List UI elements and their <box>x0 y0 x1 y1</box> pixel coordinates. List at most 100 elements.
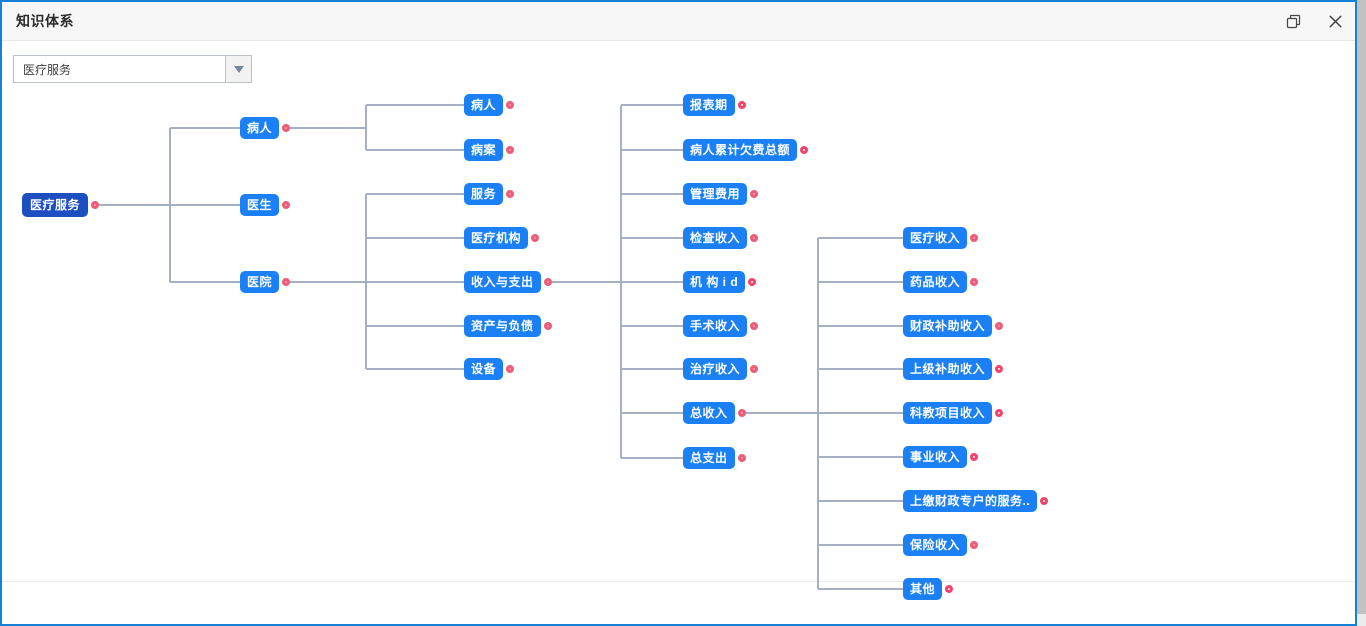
tree-node-root[interactable]: 医疗服务 <box>22 193 100 217</box>
tree-node-label: 科教项目收入 <box>903 402 993 424</box>
tree-node-label: 医生 <box>240 194 280 216</box>
tree-node-label: 手术收入 <box>683 315 748 337</box>
tree-node-label: 总支出 <box>683 447 735 469</box>
node-marker-filled[interactable] <box>506 190 515 198</box>
tree-node-label: 病人 <box>464 94 504 116</box>
close-button[interactable] <box>1326 12 1344 30</box>
scrollbar[interactable] <box>1357 0 1366 626</box>
tree-node-label: 其他 <box>903 578 943 600</box>
node-marker-hollow[interactable] <box>995 409 1004 417</box>
node-marker-filled[interactable] <box>750 190 759 198</box>
node-marker-hollow[interactable] <box>995 365 1004 373</box>
tree-node-label: 机 构 i d <box>683 271 746 293</box>
tree-node-medical-record[interactable]: 病案 <box>464 139 515 161</box>
node-marker-filled[interactable] <box>995 322 1004 330</box>
category-select[interactable]: 医疗服务 <box>13 55 252 83</box>
tree-node-label: 上缴财政专户的服务.. <box>903 490 1038 512</box>
tree-node-admin-expense[interactable]: 管理费用 <box>683 183 759 205</box>
node-marker-hollow[interactable] <box>970 453 979 461</box>
tree-node-patient-2[interactable]: 病人 <box>464 94 515 116</box>
tree-node-label: 收入与支出 <box>464 271 541 293</box>
titlebar: 知识体系 <box>2 2 1355 41</box>
node-marker-filled[interactable] <box>970 278 979 286</box>
tree-node-label: 医疗机构 <box>464 227 529 249</box>
node-marker-filled[interactable] <box>737 454 746 462</box>
node-marker-hollow[interactable] <box>737 101 746 109</box>
tree-node-service[interactable]: 服务 <box>464 183 515 205</box>
tree-node-label: 管理费用 <box>683 183 748 205</box>
node-marker-filled[interactable] <box>543 322 552 330</box>
node-marker-filled[interactable] <box>506 101 515 109</box>
tree-node-label: 检查收入 <box>683 227 748 249</box>
tree-node-career-income[interactable]: 事业收入 <box>903 446 979 468</box>
tree-node-doctor[interactable]: 医生 <box>240 194 291 216</box>
node-marker-hollow[interactable] <box>1040 497 1049 505</box>
tree-node-other[interactable]: 其他 <box>903 578 954 600</box>
tree-node-fiscal-account-service[interactable]: 上缴财政专户的服务.. <box>903 490 1049 512</box>
node-marker-filled[interactable] <box>506 146 515 154</box>
node-marker-filled[interactable] <box>750 365 759 373</box>
tree-node-label: 服务 <box>464 183 504 205</box>
node-marker-filled[interactable] <box>737 409 746 417</box>
tree-node-label: 资产与负债 <box>464 315 541 337</box>
tree-node-patient[interactable]: 病人 <box>240 117 291 139</box>
close-icon <box>1329 15 1341 27</box>
node-marker-hollow[interactable] <box>748 278 757 286</box>
node-marker-filled[interactable] <box>750 322 759 330</box>
tree-node-medical-income[interactable]: 医疗收入 <box>903 227 979 249</box>
tree-node-arrears-total[interactable]: 病人累计欠费总额 <box>683 139 809 161</box>
tree-node-label: 病人 <box>240 117 280 139</box>
tree-node-sci-edu-project-income[interactable]: 科教项目收入 <box>903 402 1004 424</box>
tree-node-org-id[interactable]: 机 构 i d <box>683 271 757 293</box>
tree-node-medical-institution[interactable]: 医疗机构 <box>464 227 540 249</box>
tree-node-equipment[interactable]: 设备 <box>464 358 515 380</box>
node-marker-filled[interactable] <box>970 541 979 549</box>
node-marker-filled[interactable] <box>282 278 291 286</box>
tree-node-label: 医疗收入 <box>903 227 968 249</box>
chevron-down-icon <box>233 65 244 73</box>
node-marker-filled[interactable] <box>91 201 100 209</box>
tree-node-label: 病案 <box>464 139 504 161</box>
tree-node-label: 上级补助收入 <box>903 358 993 380</box>
tree-node-fiscal-subsidy-income[interactable]: 财政补助收入 <box>903 315 1004 337</box>
tree-node-assets-liabilities[interactable]: 资产与负债 <box>464 315 552 337</box>
tree-node-income-expense[interactable]: 收入与支出 <box>464 271 552 293</box>
tree-node-report-period[interactable]: 报表期 <box>683 94 746 116</box>
tree-node-label: 治疗收入 <box>683 358 748 380</box>
tree-node-hospital[interactable]: 医院 <box>240 271 291 293</box>
tree-node-total-income[interactable]: 总收入 <box>683 402 746 424</box>
tree-node-exam-income[interactable]: 检查收入 <box>683 227 759 249</box>
tree-node-drug-income[interactable]: 药品收入 <box>903 271 979 293</box>
tree-node-label: 设备 <box>464 358 504 380</box>
node-marker-hollow[interactable] <box>945 585 954 593</box>
tree-node-label: 事业收入 <box>903 446 968 468</box>
restore-window-icon <box>1286 14 1300 28</box>
tree-node-insurance-income[interactable]: 保险收入 <box>903 534 979 556</box>
window-controls <box>1284 12 1344 30</box>
tree-node-label: 总收入 <box>683 402 735 424</box>
tree-node-label: 财政补助收入 <box>903 315 993 337</box>
category-select-value: 医疗服务 <box>23 62 72 77</box>
node-marker-filled[interactable] <box>282 124 291 132</box>
node-marker-filled[interactable] <box>970 234 979 242</box>
restore-window-button[interactable] <box>1284 12 1302 30</box>
node-marker-hollow[interactable] <box>800 146 809 154</box>
node-marker-filled[interactable] <box>543 278 552 286</box>
tree-node-label: 医疗服务 <box>22 193 89 217</box>
node-marker-filled[interactable] <box>282 201 291 209</box>
node-marker-filled[interactable] <box>531 234 540 242</box>
tree-panel-divider <box>2 581 1355 582</box>
tree-node-label: 保险收入 <box>903 534 968 556</box>
tree-node-total-expense[interactable]: 总支出 <box>683 447 746 469</box>
category-select-button[interactable] <box>225 56 251 82</box>
tree-node-superior-subsidy-income[interactable]: 上级补助收入 <box>903 358 1004 380</box>
node-marker-filled[interactable] <box>506 365 515 373</box>
scrollbar-corner <box>1357 614 1366 626</box>
window-title: 知识体系 <box>16 13 74 29</box>
tree-node-treatment-income[interactable]: 治疗收入 <box>683 358 759 380</box>
tree-node-surgery-income[interactable]: 手术收入 <box>683 315 759 337</box>
tree-node-label: 报表期 <box>683 94 735 116</box>
node-marker-filled[interactable] <box>750 234 759 242</box>
